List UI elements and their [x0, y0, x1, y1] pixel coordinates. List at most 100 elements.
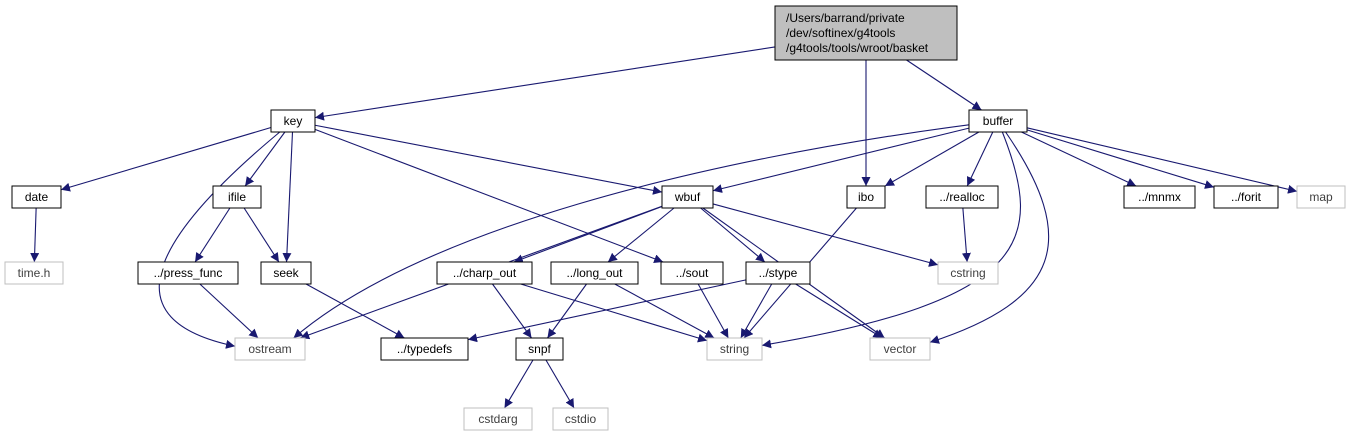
node-cstring-label: cstring — [950, 266, 985, 280]
edge-root-to-buffer — [906, 59, 982, 111]
node-map-box — [1296, 185, 1346, 209]
node-realloc[interactable]: ../realloc — [925, 185, 999, 209]
node-sout[interactable]: ../sout — [660, 261, 724, 285]
node-typedefs[interactable]: ../typedefs — [380, 337, 469, 361]
node-forit-label: ../forit — [1231, 190, 1262, 204]
node-wbuf-label: wbuf — [674, 190, 701, 204]
node-ostream-box — [234, 337, 306, 361]
edge-press_func-to-ostream — [199, 283, 259, 339]
node-typedefs-label: ../typedefs — [397, 342, 452, 356]
node-cstdio: cstdio — [552, 407, 609, 431]
node-forit-box — [1213, 185, 1279, 209]
node-snpf[interactable]: snpf — [515, 337, 564, 361]
node-buffer-label: buffer — [983, 114, 1013, 128]
node-key-label: key — [284, 114, 303, 128]
node-timeh-box — [4, 261, 64, 285]
edge-wbuf-to-charp_out — [513, 206, 663, 264]
edge-key-to-seek — [282, 131, 294, 263]
node-press_func-box — [137, 261, 239, 285]
node-vector-label: vector — [884, 342, 917, 356]
node-cstdarg: cstdarg — [463, 407, 533, 431]
edge-charp_out-to-string — [520, 283, 708, 343]
node-root-box — [774, 5, 958, 61]
edge-date-to-timeh — [30, 207, 40, 263]
node-charp_out-box — [436, 261, 533, 285]
node-typedefs-box — [380, 337, 469, 361]
node-ibo-box — [846, 185, 886, 209]
edge-key-to-sout — [314, 128, 664, 264]
edge-stype-to-string — [740, 283, 773, 339]
node-press_func-label: ../press_func — [154, 266, 223, 280]
node-string-label: string — [720, 342, 749, 356]
node-sout-label: ../sout — [676, 266, 709, 280]
node-realloc-box — [925, 185, 999, 209]
edge-buffer-to-string — [761, 131, 1021, 349]
node-cstring-box — [937, 261, 999, 285]
node-vector: vector — [869, 337, 931, 361]
edge-buffer-to-wbuf — [712, 127, 970, 193]
node-date-box — [11, 185, 62, 209]
edge-key-to-ifile — [244, 131, 286, 187]
node-cstring: cstring — [937, 261, 999, 285]
node-root-label-line: /dev/softinex/g4tools — [786, 26, 895, 40]
node-key[interactable]: key — [270, 109, 316, 133]
node-mnmx-box — [1123, 185, 1196, 209]
nodes-layer: /Users/barrand/private/dev/softinex/g4to… — [4, 5, 1346, 431]
node-date[interactable]: date — [11, 185, 62, 209]
edge-buffer-to-forit — [1026, 129, 1215, 189]
node-ibo-label: ibo — [858, 190, 874, 204]
node-cstdarg-label: cstdarg — [478, 412, 517, 426]
node-cstdarg-box — [463, 407, 533, 431]
node-cstdio-label: cstdio — [565, 412, 597, 426]
node-stype-label: ../stype — [759, 266, 798, 280]
node-seek-box — [260, 261, 312, 285]
node-root-label-line: /Users/barrand/private — [786, 11, 905, 25]
node-mnmx-label: ../mnmx — [1138, 190, 1181, 204]
node-press_func[interactable]: ../press_func — [137, 261, 239, 285]
node-ifile[interactable]: ifile — [212, 185, 262, 209]
node-ostream-label: ostream — [248, 342, 291, 356]
edge-wbuf-to-cstring — [712, 203, 939, 267]
node-string-box — [706, 337, 763, 361]
node-timeh-label: time.h — [18, 266, 51, 280]
edge-ifile-to-seek — [243, 207, 280, 263]
node-string: string — [706, 337, 763, 361]
edge-wbuf-to-long_out — [607, 207, 675, 263]
node-root-basket[interactable]: /Users/barrand/private/dev/softinex/g4to… — [774, 5, 958, 61]
edge-realloc-to-cstring — [961, 207, 971, 263]
node-key-box — [270, 109, 316, 133]
edge-seek-to-typedefs — [305, 283, 405, 339]
edge-buffer-to-ostream — [293, 124, 970, 339]
node-snpf-label: snpf — [528, 342, 551, 356]
edge-snpf-to-cstdarg — [504, 359, 534, 409]
edge-wbuf-to-stype — [700, 207, 766, 263]
edge-stype-to-vector — [795, 283, 883, 339]
node-buffer[interactable]: buffer — [968, 109, 1028, 133]
edge-root-to-key — [314, 46, 776, 121]
node-charp_out[interactable]: ../charp_out — [436, 261, 533, 285]
node-forit[interactable]: ../forit — [1213, 185, 1279, 209]
node-charp_out-label: ../charp_out — [453, 266, 517, 280]
node-map-label: map — [1309, 190, 1333, 204]
edge-buffer-to-realloc — [966, 131, 994, 187]
node-stype[interactable]: ../stype — [745, 261, 811, 285]
node-realloc-label: ../realloc — [939, 190, 984, 204]
node-mnmx[interactable]: ../mnmx — [1123, 185, 1196, 209]
edge-snpf-to-cstdio — [545, 359, 575, 409]
edge-sout-to-string — [697, 283, 729, 339]
node-cstdio-box — [552, 407, 609, 431]
edge-buffer-to-ibo — [884, 131, 980, 187]
node-seek-label: seek — [273, 266, 299, 280]
node-ifile-label: ifile — [228, 190, 246, 204]
node-long_out[interactable]: ../long_out — [550, 261, 639, 285]
node-ostream: ostream — [234, 337, 306, 361]
edge-long_out-to-string — [614, 283, 715, 339]
node-sout-box — [660, 261, 724, 285]
node-buffer-box — [968, 109, 1028, 133]
node-wbuf[interactable]: wbuf — [661, 185, 714, 209]
node-ifile-box — [212, 185, 262, 209]
edges-layer — [30, 46, 1298, 409]
node-ibo[interactable]: ibo — [846, 185, 886, 209]
node-seek[interactable]: seek — [260, 261, 312, 285]
